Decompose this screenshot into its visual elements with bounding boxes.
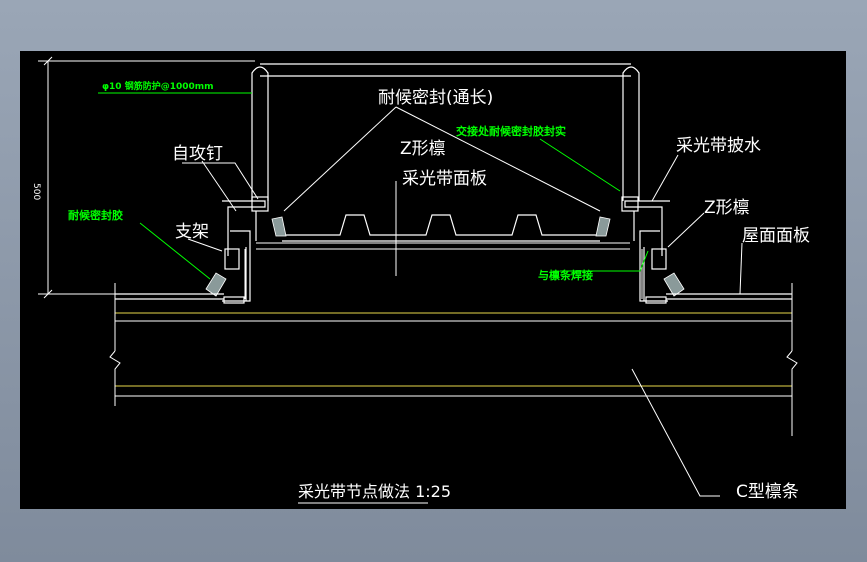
label-self-tapping-screw: 自攻钉	[172, 144, 223, 164]
right-sealant-outer	[663, 272, 685, 297]
label-z-purlin-center: Z形檩	[400, 139, 446, 159]
left-curb	[222, 196, 269, 304]
right-sealant-inner	[595, 216, 611, 237]
left-sealant-inner	[271, 216, 287, 237]
label-z-purlin-right: Z形檩	[704, 198, 750, 218]
label-weather-sealant-left: 耐候密封胶	[68, 208, 123, 222]
left-sealant-outer	[205, 272, 227, 297]
skylight-panel-shape	[282, 214, 600, 242]
label-steel-bar: φ10 钢筋防护@1000mm	[102, 80, 214, 92]
green-leader-lines	[98, 92, 649, 280]
cad-drawing: 500	[31, 56, 810, 504]
dimension-line	[38, 56, 255, 299]
label-weather-sealant-length: 耐候密封(通长)	[378, 88, 493, 108]
label-joint-sealant: 交接处耐候密封胶封实	[456, 124, 566, 138]
label-skylight-panel: 采光带面板	[402, 169, 487, 189]
roof-panel	[115, 293, 792, 300]
right-curb	[621, 196, 670, 304]
drawing-canvas: 500	[20, 51, 846, 509]
label-c-purlin: C型檩条	[736, 482, 799, 502]
label-roof-panel: 屋面面板	[742, 226, 810, 246]
label-skylight-flashing: 采光带披水	[676, 136, 761, 156]
inner-supports	[244, 242, 643, 299]
label-weld-to-purlin: 与檩条焊接	[538, 268, 593, 282]
steel-bar-frame	[251, 63, 640, 201]
label-bracket: 支架	[175, 222, 209, 242]
leader-lines	[182, 106, 743, 497]
dimension-500: 500	[31, 183, 41, 200]
c-purlin-shape	[109, 283, 798, 436]
drawing-title: 采光带节点做法 1:25	[298, 482, 451, 501]
